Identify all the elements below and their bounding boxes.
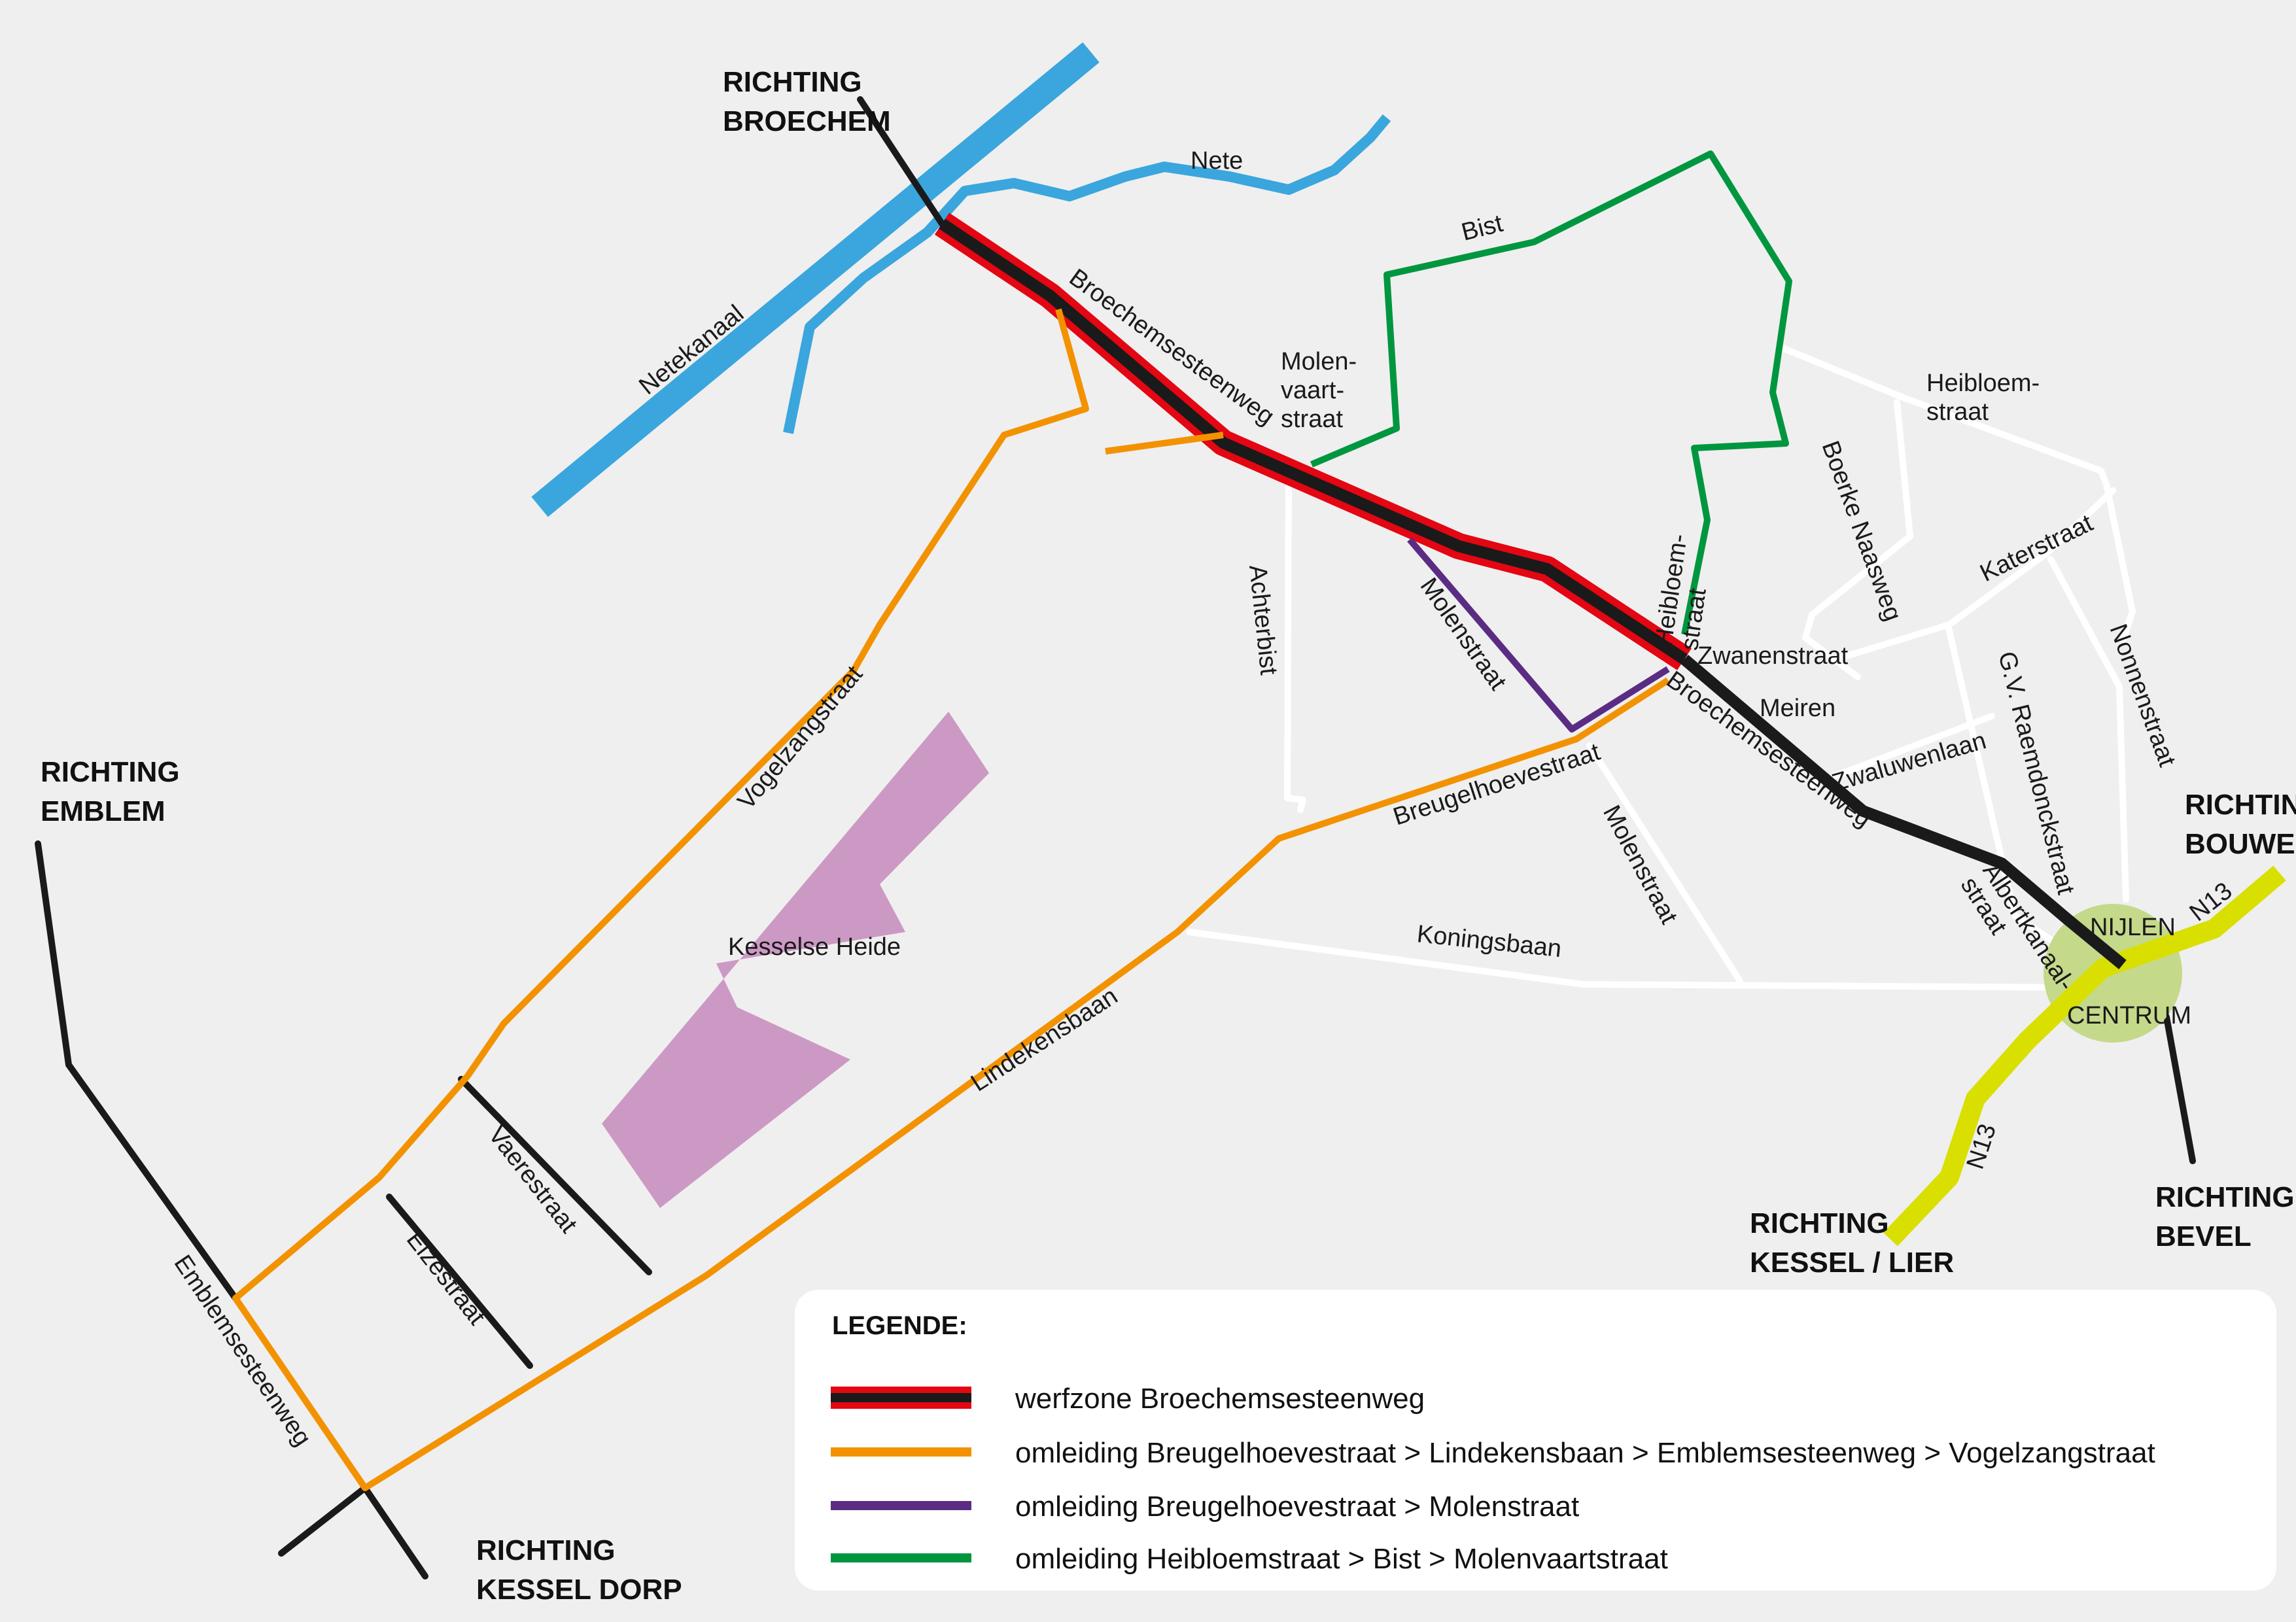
label-zwanenstraat: Zwanenstraat — [1697, 642, 1849, 670]
detour-orange-spur — [1105, 432, 1224, 455]
emblemsesteenweg-north-road — [35, 840, 239, 1302]
direction-bevel: RICHTING BEVEL — [2155, 1181, 2296, 1252]
kesselse-heide-area — [602, 712, 989, 1208]
detour-green-heibloem-bist — [1310, 150, 1792, 635]
molenstraat-south-road — [1586, 742, 1743, 984]
label-heibloemstraat: Heibloem- straat — [1926, 370, 2047, 426]
broechem-road — [857, 96, 945, 227]
minor-roads — [1186, 343, 2136, 991]
kessel-dorp-road-2 — [362, 1485, 428, 1579]
direction-kessel-dorp: RICHTING KESSEL DORP — [476, 1534, 682, 1606]
nonnenstraat-road — [2047, 556, 2129, 903]
heibloemstraat-road — [1776, 343, 2136, 644]
label-kesselse-heide: Kesselse Heide — [728, 933, 901, 961]
vaerestraat-road — [458, 1076, 652, 1275]
zwaluwenlaan-road — [1809, 713, 1995, 788]
legend-item-orange: omleiding Breugelhoevestraat > Lindekens… — [831, 1437, 2155, 1469]
n13-road — [1883, 865, 2286, 1247]
centrum-label: CENTRUM — [2067, 1002, 2191, 1029]
detour-orange-vogelzang — [232, 308, 1670, 1491]
legend-label-orange: omleiding Breugelhoevestraat > Lindekens… — [1015, 1437, 2155, 1469]
direction-kessel-lier: RICHTING KESSEL / LIER — [1750, 1207, 1954, 1279]
label-molenvaartstraat: Molen- vaart- straat — [1281, 348, 1364, 433]
legend-item-purple: omleiding Breugelhoevestraat > Molenstra… — [831, 1491, 1579, 1523]
koningsbaan-road — [1186, 929, 2096, 991]
legend-label-worksite: werfzone Broechemsesteenweg — [1015, 1383, 1425, 1415]
legend-label-green: omleiding Heibloemstraat > Bist > Molenv… — [1015, 1543, 1668, 1575]
kessel-dorp-road — [278, 1485, 368, 1557]
achterbist-road — [1284, 477, 1306, 813]
gv-raemdonckstraat-road — [1945, 622, 2067, 952]
label-nete: Nete — [1191, 147, 1243, 175]
legend-item-green: omleiding Heibloemstraat > Bist > Molenv… — [831, 1543, 1668, 1575]
nijlen-label: NIJLEN — [2090, 914, 2176, 941]
label-meiren: Meiren — [1760, 695, 1835, 722]
legend-item-worksite: werfzone Broechemsesteenweg — [831, 1383, 1425, 1415]
nete-river — [783, 114, 1391, 434]
legend-title: LEGENDE: — [832, 1311, 967, 1340]
legend-box — [795, 1290, 2276, 1591]
katerstraat-road — [1828, 487, 2116, 664]
direction-bouwel: RICHTING BOUWEL — [2185, 789, 2296, 860]
netekanaal-canal — [531, 42, 1100, 517]
detour-purple-molenstraat — [1407, 537, 1670, 733]
worksite-zone-core — [939, 218, 1688, 664]
direction-emblem: RICHTING EMBLEM — [41, 756, 188, 827]
broechemsesteenweg-east-road — [1680, 655, 2127, 969]
elzestraat-road — [386, 1194, 533, 1369]
legend-label-purple: omleiding Breugelhoevestraat > Molenstra… — [1015, 1491, 1579, 1523]
legend: LEGENDE: werfzone Broechemsesteenweg oml… — [795, 1290, 2276, 1591]
direction-broechem: RICHTING BROECHEM — [723, 66, 891, 137]
boerke-naasweg-road — [1802, 399, 1913, 680]
